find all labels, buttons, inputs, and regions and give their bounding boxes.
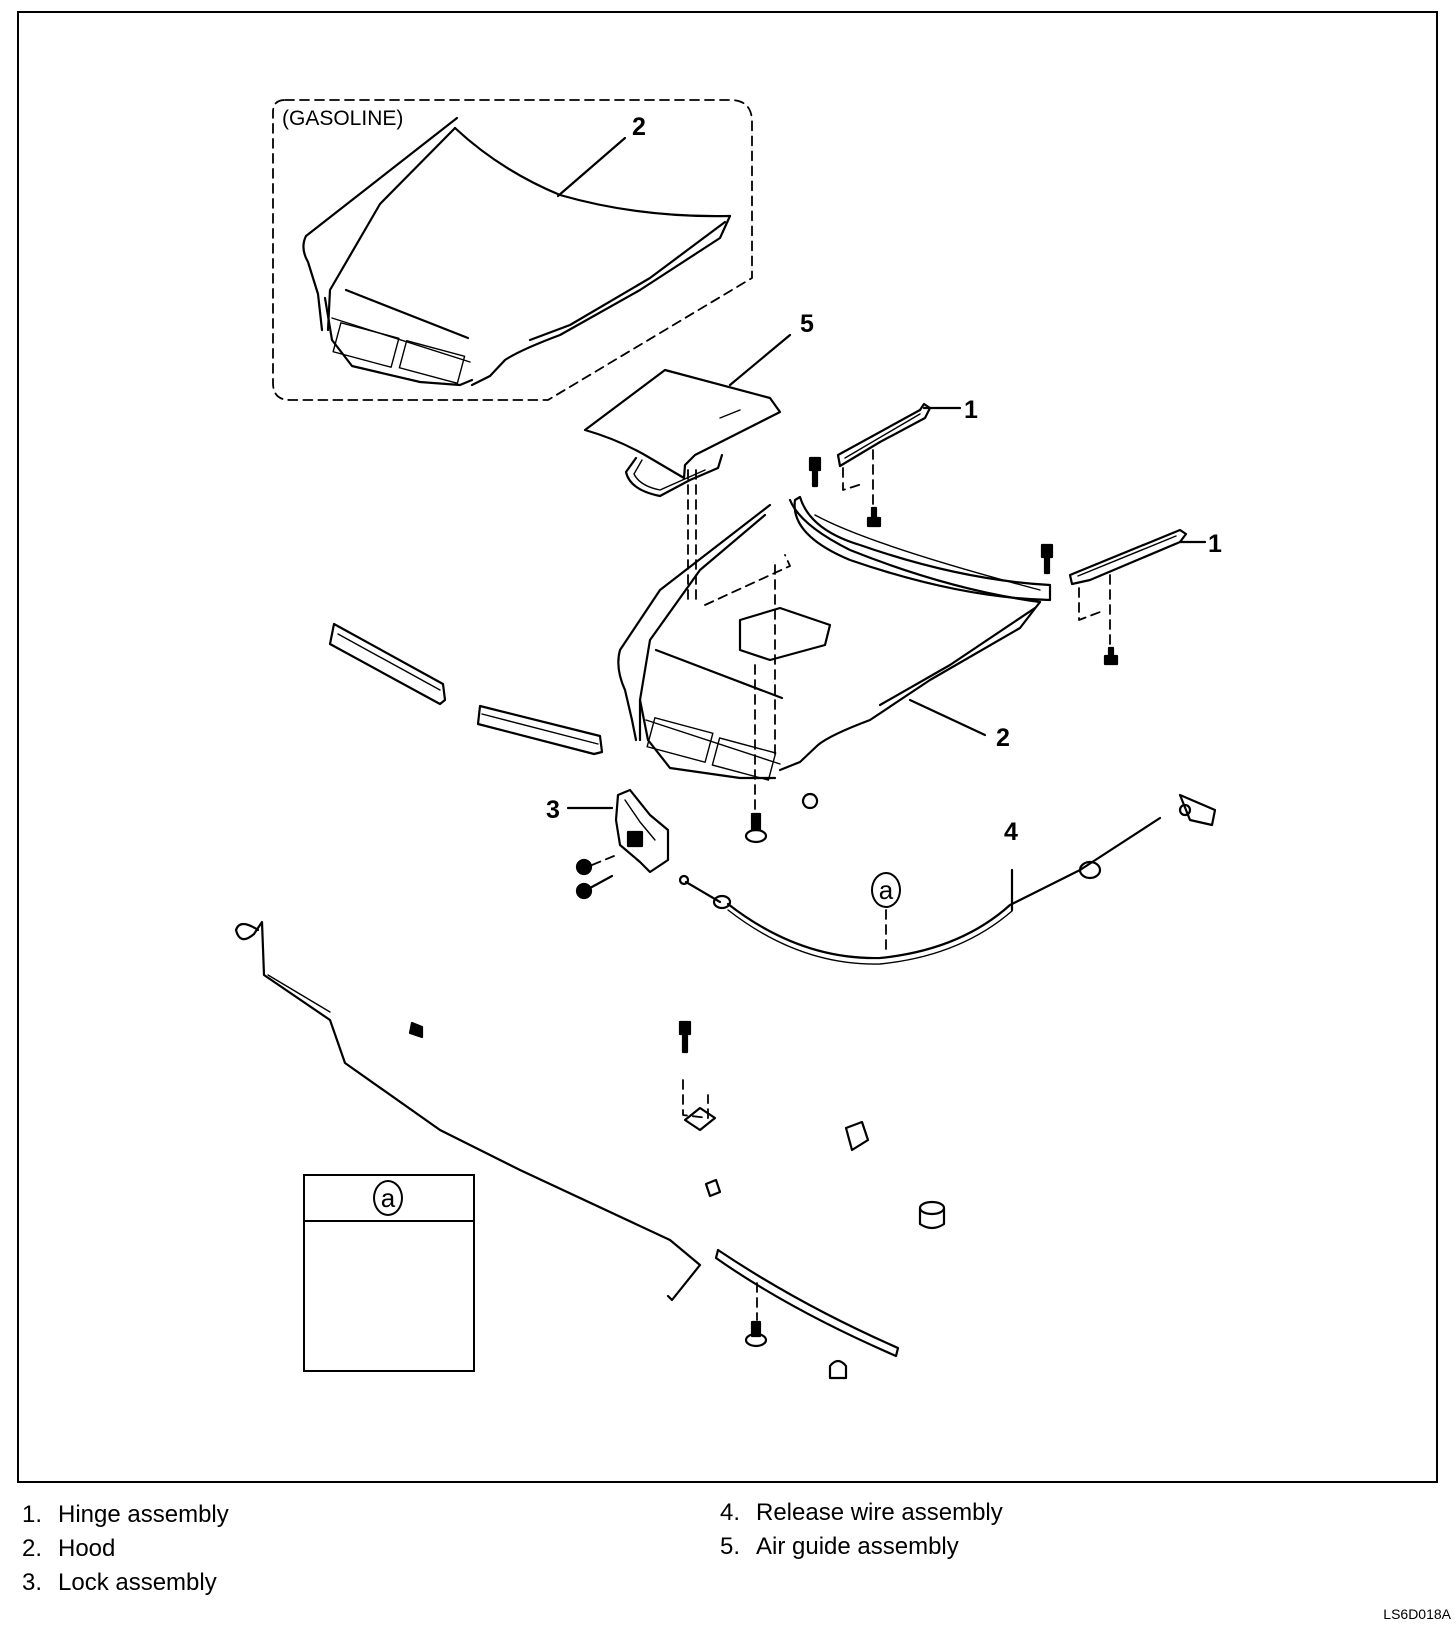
hinge-upper-drawing xyxy=(808,402,962,528)
legend-item: 3. Lock assembly xyxy=(22,1566,229,1600)
legend-item: 1. Hinge assembly xyxy=(22,1498,229,1532)
callout-lock: 3 xyxy=(546,796,560,824)
callout-release-wire: 4 xyxy=(1004,818,1018,846)
legend-item-number: 4. xyxy=(720,1499,741,1526)
callout-hood-inset: 2 xyxy=(632,113,646,141)
legend-item-number: 3. xyxy=(22,1569,43,1596)
legend-item-number: 2. xyxy=(22,1535,43,1562)
air-guide-drawing xyxy=(583,333,792,601)
legend-right-column: 4. Release wire assembly 5. Air guide asse… xyxy=(720,1496,1003,1564)
hood-main-drawing xyxy=(617,498,1042,844)
leader-hood-main xyxy=(908,698,987,737)
callout-air-guide: 5 xyxy=(800,310,814,338)
callout-hinge-upper: 1 xyxy=(964,396,978,424)
legend-item: 2. Hood xyxy=(22,1532,229,1566)
hood-gasoline-drawing xyxy=(302,116,732,387)
legend-item-label: Release wire assembly xyxy=(756,1499,1003,1526)
legend-item-label: Lock assembly xyxy=(58,1569,217,1596)
leader-air-guide xyxy=(728,333,792,387)
fasteners-drawing xyxy=(678,1020,946,1380)
legend-item: 5. Air guide assembly xyxy=(720,1530,1003,1564)
support-rod-drawing xyxy=(234,920,702,1302)
leader-hood-inset xyxy=(556,136,627,198)
gasoline-variant-outline xyxy=(272,99,753,401)
lock-assembly-drawing xyxy=(566,788,670,900)
callout-hood-main: 2 xyxy=(996,724,1010,752)
legend-left-column: 1. Hinge assembly 2. Hood 3. Lock assembly xyxy=(22,1498,229,1600)
detail-a-inset: a xyxy=(303,1174,475,1372)
legend-item-label: Hood xyxy=(58,1535,116,1562)
callout-hinge-lower: 1 xyxy=(1208,530,1222,558)
legend-item-label: Hinge assembly xyxy=(58,1501,229,1528)
detail-marker-a: a xyxy=(871,872,901,908)
legend-item-label: Air guide assembly xyxy=(756,1533,959,1560)
release-wire-drawing xyxy=(678,793,1217,965)
hinge-lower-drawing xyxy=(1040,528,1207,666)
legend-item-number: 1. xyxy=(22,1501,43,1528)
detail-a-inset-marker: a xyxy=(373,1180,403,1216)
detail-a-inset-header: a xyxy=(305,1176,473,1222)
grille-strips-drawing xyxy=(328,622,604,756)
figure-code: LS6D018A xyxy=(1383,1606,1451,1622)
cowl-seal-drawing xyxy=(793,495,1052,602)
gasoline-variant-label: (GASOLINE) xyxy=(282,107,404,130)
legend-item-number: 5. xyxy=(720,1533,741,1560)
legend-item: 4. Release wire assembly xyxy=(720,1496,1003,1530)
